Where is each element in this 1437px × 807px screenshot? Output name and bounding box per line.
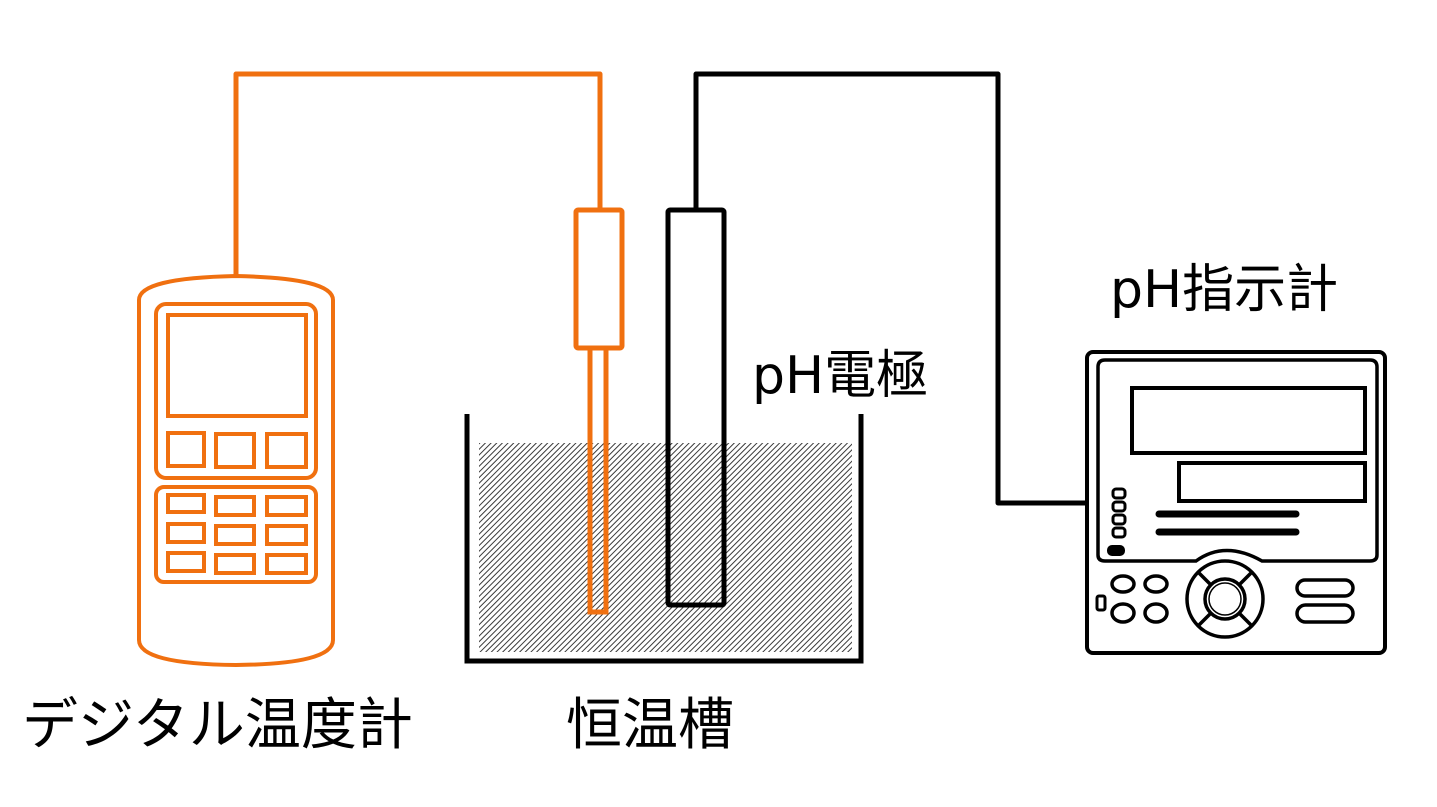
thermometer-cable [233,71,603,276]
wide-button [1295,578,1355,598]
probe-handle [573,207,625,351]
keypad-key [166,493,206,514]
dial-divider [1237,571,1253,587]
thermometer-display [166,313,308,418]
ph-indicator [1085,350,1387,655]
status-led-filled [1107,545,1125,556]
digital-thermometer [137,273,335,668]
keypad-key [214,495,256,517]
indicator-front-panel [1096,358,1379,563]
status-led [1111,500,1127,513]
enter-button [1203,577,1247,621]
main-display [1130,386,1367,455]
dial-divider [1197,611,1213,627]
function-key [214,432,256,469]
bath-container [464,414,864,664]
keypad-key [214,553,256,575]
digital-thermometer-label: デジタル温度計 [22,693,413,758]
status-led [1111,487,1127,500]
dial-divider [1197,571,1213,587]
ph-indicator-label: pH指示計 [1110,260,1339,320]
enter-button-inner [1208,582,1242,616]
indicator-housing [1085,350,1387,655]
control-button [1143,574,1169,594]
status-led [1111,513,1127,526]
probe-rod [587,345,609,615]
thermometer-keypad-panel [154,485,318,584]
keypad-key [214,524,256,546]
thermometer-body [137,273,335,668]
dial-divider [1237,611,1253,627]
ph-electrode-label: pH電極 [752,346,929,406]
control-button [1143,602,1169,624]
keypad-key [265,524,308,546]
status-led [1111,526,1127,539]
wide-button [1295,603,1355,624]
electrode-cable [693,71,1088,506]
keypad-key [265,495,308,517]
keypad-key [166,551,206,573]
control-button [1110,602,1136,624]
thermometer-upper-panel [154,302,318,480]
sub-display [1177,461,1367,503]
navigation-dial [1185,559,1265,639]
function-key [166,431,206,468]
keypad-key [265,553,308,575]
keypad-key [166,522,206,544]
small-switch [1095,594,1107,612]
constant-temperature-bath-label: 恒温槽 [566,693,734,758]
temperature-probe [573,207,625,615]
constant-temperature-bath [464,414,864,664]
ph-electrode [665,207,727,608]
control-button [1110,574,1136,594]
function-key [265,432,308,469]
